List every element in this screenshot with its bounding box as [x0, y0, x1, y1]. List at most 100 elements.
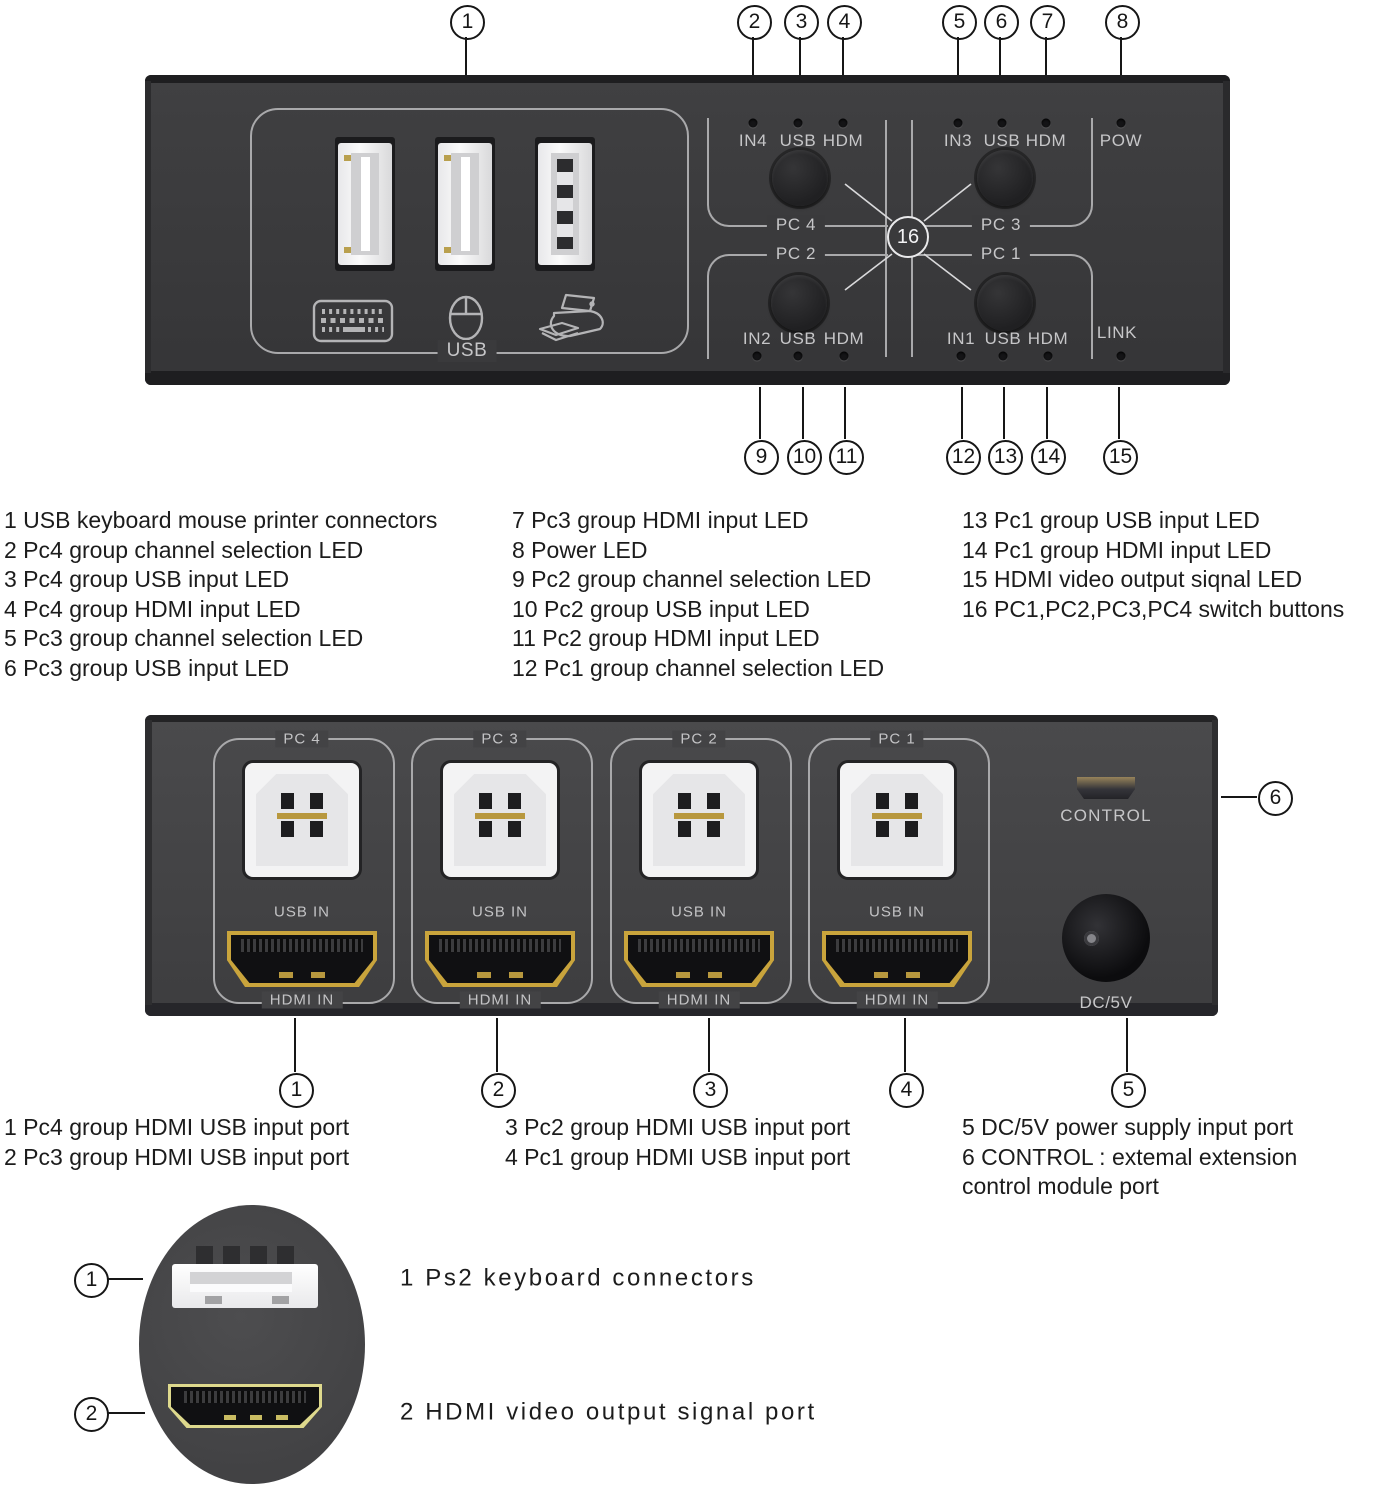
legend-item: 1 USB keyboard mouse printer connectors: [4, 507, 438, 533]
pc4-label: PC 4: [766, 215, 826, 235]
callout-closeup-2-line: [107, 1412, 145, 1414]
callout-front-11-line: [844, 387, 846, 439]
rear-pc2-label: PC 2: [672, 730, 726, 748]
legend-item: 15 HDMI video output siqnal LED: [962, 566, 1303, 592]
pc3-hdmi-led: [1041, 118, 1051, 128]
rear-legend-col3: 5 DC/5V power supply input port 6 CONTRO…: [962, 1113, 1297, 1202]
closeup-keyboard-label: 1 Ps2 keyboard connectors: [400, 1264, 756, 1292]
legend-item: 7 Pc3 group HDMI input LED: [512, 507, 809, 533]
power-led: [1116, 118, 1126, 128]
kvm-front-panel: USB IN4 USB HDM PC 4 IN3 USB HDM PC 3 PO…: [145, 75, 1230, 385]
rear-pc3-label: PC 3: [473, 730, 527, 748]
rear-pc4-label: PC 4: [275, 730, 329, 748]
pc4-channel-led-label: IN4: [738, 131, 768, 150]
closeup-keyboard-connector: [172, 1246, 318, 1308]
control-port-label: CONTROL: [1060, 806, 1152, 825]
legend-item: 12 Pc1 group channel selection LED: [512, 654, 885, 681]
rear-pc3-hdmi-label: HDMI IN: [459, 991, 541, 1009]
pc1-hdmi-led-label: HDM: [1027, 329, 1069, 348]
legend-item: 3 Pc4 group USB input LED: [4, 566, 290, 592]
pc4-hdmi-led: [838, 118, 848, 128]
closeup-hdmi-label: 2 HDMI video output signal port: [400, 1398, 817, 1426]
callout-rear-4-line: [904, 1018, 906, 1072]
callout-front-9-line: [759, 387, 761, 439]
legend-item: control module port: [962, 1173, 1159, 1199]
callout-front-8-line: [1120, 37, 1122, 76]
pc2-usb-led: [793, 351, 803, 361]
legend-item: 4 Pc1 group HDMI USB input port: [505, 1143, 851, 1170]
closeup-hdmi-port: [168, 1384, 322, 1428]
rear-panel-right-edge: [1212, 720, 1218, 1005]
pc2-hdmi-led-label: HDM: [823, 329, 865, 348]
link-led: [1116, 351, 1126, 361]
callout-front-11: 11: [829, 440, 864, 475]
callout-front-12: 12: [946, 440, 981, 475]
rear-panel-left-edge: [145, 720, 152, 1005]
callout-front-12-line: [961, 387, 963, 439]
rear-pc2-hdmi-port: [624, 931, 774, 987]
rear-pc1-usb-port: [840, 763, 954, 877]
callout-closeup-1-line: [107, 1278, 143, 1280]
callout-front-7: 7: [1030, 5, 1065, 40]
callout-rear-5-line: [1126, 1018, 1128, 1072]
front-panel-top-edge: [145, 75, 1230, 83]
pc3-usb-led: [997, 118, 1007, 128]
callout-front-10: 10: [787, 440, 822, 475]
callout-front-13-line: [1003, 387, 1005, 439]
callout-front-3-line: [799, 37, 801, 76]
keyboard-icon: [312, 299, 394, 343]
rear-pc1-label: PC 1: [870, 730, 924, 748]
legend-item: 5 DC/5V power supply input port: [962, 1114, 1294, 1140]
callout-front-8: 8: [1105, 5, 1140, 40]
rear-pc4-usb-port: [245, 763, 359, 877]
front-legend-col2: 7 Pc3 group HDMI input LED 8 Power LED 9…: [512, 506, 884, 683]
front-usb-section-label: USB: [437, 340, 497, 362]
pc3-channel-led-label: IN3: [943, 131, 973, 150]
callout-front-5: 5: [942, 5, 977, 40]
rear-pc2-usb-label: USB IN: [670, 903, 728, 921]
callout-rear-6: 6: [1258, 781, 1293, 816]
callout-rear-1: 1: [279, 1073, 314, 1108]
dc-power-label: DC/5V: [1079, 993, 1133, 1012]
callout-front-1: 1: [450, 5, 485, 40]
pc2-label: PC 2: [766, 244, 826, 264]
pc4-usb-led: [793, 118, 803, 128]
rear-pc2-usb-port: [642, 763, 756, 877]
callout-front-9: 9: [744, 440, 779, 475]
callout-front-14: 14: [1031, 440, 1066, 475]
printer-icon: [530, 291, 614, 347]
callout-front-15: 15: [1103, 440, 1138, 475]
kvm-rear-panel: PC 4 USB IN HDMI IN PC 3 USB IN HDMI IN …: [145, 715, 1218, 1016]
pc4-channel-led: [748, 118, 758, 128]
callout-front-4-line: [842, 37, 844, 76]
rear-pc2-hdmi-label: HDMI IN: [658, 991, 740, 1009]
legend-item: 2 Pc4 group channel selection LED: [4, 536, 364, 563]
legend-item: 5 Pc3 group channel selection LED: [4, 625, 364, 651]
pc1-channel-led-label: IN1: [946, 329, 976, 348]
front-panel-bottom-edge: [145, 371, 1230, 385]
rear-pc4-hdmi-port: [227, 931, 377, 987]
legend-item: 16 PC1,PC2,PC3,PC4 switch buttons: [962, 595, 1345, 622]
pc1-usb-led-label: USB: [984, 329, 1022, 348]
pc1-switch-button: [977, 275, 1033, 331]
control-port: [1077, 777, 1135, 799]
legend-item: 13 Pc1 group USB input LED: [962, 507, 1260, 533]
legend-item: 10 Pc2 group USB input LED: [512, 595, 810, 622]
pc1-channel-led: [956, 351, 966, 361]
front-panel-left-edge: [145, 81, 151, 373]
callout-rear-1-line: [294, 1018, 296, 1072]
callout-rear-2-line: [496, 1018, 498, 1072]
callout-front-13: 13: [988, 440, 1023, 475]
pc2-switch-button: [771, 275, 827, 331]
rear-legend-col2: 3 Pc2 group HDMI USB input port 4 Pc1 gr…: [505, 1113, 850, 1172]
callout-closeup-2: 2: [74, 1397, 109, 1432]
pc2-hdmi-led: [839, 351, 849, 361]
pc3-label: PC 3: [971, 215, 1031, 235]
legend-item: 1 Pc4 group HDMI USB input port: [4, 1114, 350, 1140]
pc1-usb-led: [998, 351, 1008, 361]
rear-pc3-usb-label: USB IN: [471, 903, 529, 921]
pc4-hdmi-led-label: HDM: [822, 131, 864, 150]
callout-front-2-line: [752, 37, 754, 76]
legend-item: 11 Pc2 group HDMI input LED: [512, 625, 820, 651]
